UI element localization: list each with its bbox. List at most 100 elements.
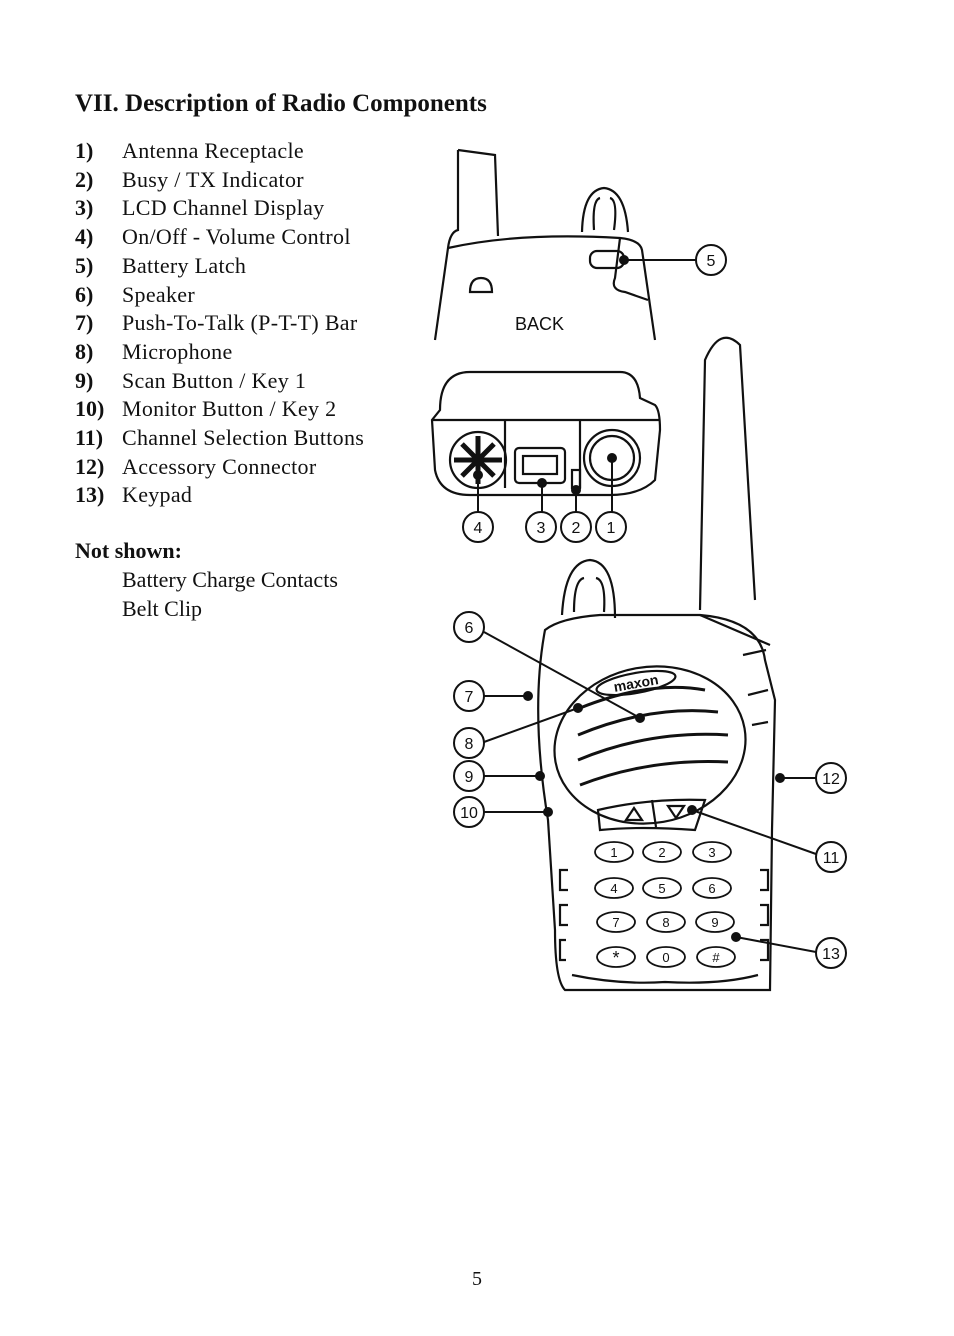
list-item: 8) Microphone <box>75 338 364 367</box>
not-shown-item: Belt Clip <box>122 595 203 621</box>
key-label: 8 <box>662 915 669 930</box>
callout-4 <box>462 511 494 543</box>
item-number: 6) <box>75 281 94 307</box>
callout-1 <box>595 511 627 543</box>
list-item: 2) Busy / TX Indicator <box>75 166 364 195</box>
item-number: 7) <box>75 310 94 336</box>
item-number: 11) <box>75 425 104 451</box>
item-number: 2) <box>75 166 94 192</box>
keypad-key <box>594 877 634 899</box>
key-label: 0 <box>662 950 669 965</box>
item-label: Keypad <box>122 482 193 508</box>
components-list: 1) Antenna Receptacle 2) Busy / TX Indicat… <box>75 137 364 510</box>
keypad <box>594 841 736 968</box>
callout-label: 6 <box>465 620 474 637</box>
keypad-key <box>696 946 736 968</box>
radio-diagram: BACK <box>430 148 847 992</box>
item-number: 5) <box>75 252 94 278</box>
not-shown-item: Battery Charge Contacts <box>122 567 338 592</box>
callout-11 <box>815 841 847 873</box>
top-view <box>430 370 662 497</box>
item-number: 8) <box>75 338 94 364</box>
not-shown-list: Battery Charge Contacts Belt Clip <box>122 566 338 623</box>
item-number: 12) <box>75 453 105 479</box>
item-label: Monitor Button / Key 2 <box>122 396 337 422</box>
list-item: 1) Antenna Receptacle <box>75 137 364 166</box>
list-item: 10) Monitor Button / Key 2 <box>75 395 364 424</box>
keypad-key <box>596 946 636 968</box>
key-label: 3 <box>708 845 715 860</box>
list-item: 3) LCD Channel Display <box>75 194 364 223</box>
key-label: 1 <box>610 845 617 860</box>
list-item: 9)Scan Button / Key 1 <box>75 367 364 396</box>
key-label: 5 <box>658 881 665 896</box>
leader-lines <box>473 255 817 953</box>
callout-label: 8 <box>465 736 474 753</box>
key-label: 2 <box>658 845 665 860</box>
item-number: 10) <box>75 396 105 422</box>
section-title: VII. Description of Radio Components <box>75 90 487 117</box>
callout-3 <box>525 511 557 543</box>
item-number: 4) <box>75 224 94 250</box>
list-item: 11) Channel Selection Buttons <box>75 424 364 453</box>
item-number: 9) <box>75 367 94 393</box>
keypad-key <box>646 911 686 933</box>
item-number: 1) <box>75 138 94 163</box>
key-label: 7 <box>612 915 619 930</box>
item-label: Microphone <box>122 338 233 364</box>
item-number: 13) <box>75 482 105 508</box>
item-label: Speaker <box>122 281 195 307</box>
key-label: # <box>712 950 720 965</box>
brand-label: maxon <box>612 671 659 695</box>
item-label: On/Off - Volume Control <box>122 224 351 250</box>
list-item: 7) Push-To-Talk (P-T-T) Bar <box>75 309 364 338</box>
callout-12 <box>815 762 847 794</box>
item-label: Channel Selection Buttons <box>122 425 365 451</box>
callout-8 <box>453 727 485 759</box>
callout-7 <box>453 680 485 712</box>
key-label: 4 <box>610 881 617 896</box>
item-label: Busy / TX Indicator <box>122 166 304 192</box>
key-label: 6 <box>708 881 715 896</box>
item-label: LCD Channel Display <box>122 195 325 221</box>
key-label: * <box>612 948 619 968</box>
page-number: 5 <box>472 1268 482 1290</box>
back-view: BACK <box>433 148 657 341</box>
callout-5 <box>695 244 727 276</box>
back-label: BACK <box>515 314 564 334</box>
item-label: Antenna Receptacle <box>122 138 304 163</box>
not-shown-title: Not shown: <box>75 538 182 563</box>
keypad-key <box>646 946 686 968</box>
keypad-key <box>695 911 735 933</box>
keypad-key <box>692 877 732 899</box>
callout-label: 11 <box>823 850 840 867</box>
callout-label: 9 <box>465 769 474 786</box>
callout-label: 7 <box>465 689 474 706</box>
callout-label: 2 <box>572 520 581 537</box>
callout-13 <box>815 937 847 969</box>
item-number: 3) <box>75 195 94 221</box>
keypad-key <box>692 841 732 863</box>
callout-label: 3 <box>537 520 546 537</box>
callout-label: 12 <box>822 771 840 788</box>
callout-label: 13 <box>822 946 840 963</box>
list-item: 12) Accessory Connector <box>75 453 364 482</box>
callout-6 <box>453 611 485 643</box>
callout-label: 5 <box>707 253 716 270</box>
keypad-key <box>594 841 634 863</box>
front-view <box>537 336 777 992</box>
callout-label: 1 <box>607 520 616 537</box>
callouts <box>453 244 847 969</box>
item-label: Battery Latch <box>122 252 247 278</box>
callout-label: 4 <box>474 520 483 537</box>
list-item: 13) Keypad <box>75 481 364 510</box>
callout-label: 10 <box>460 805 478 822</box>
callout-9 <box>453 760 485 792</box>
callout-10 <box>453 796 485 828</box>
keypad-key <box>596 911 636 933</box>
item-label: Push-To-Talk (P-T-T) Bar <box>122 310 358 336</box>
list-item: 6) Speaker <box>75 281 364 310</box>
item-label: Accessory Connector <box>122 453 317 479</box>
callout-2 <box>560 511 592 543</box>
keypad-key <box>642 841 682 863</box>
